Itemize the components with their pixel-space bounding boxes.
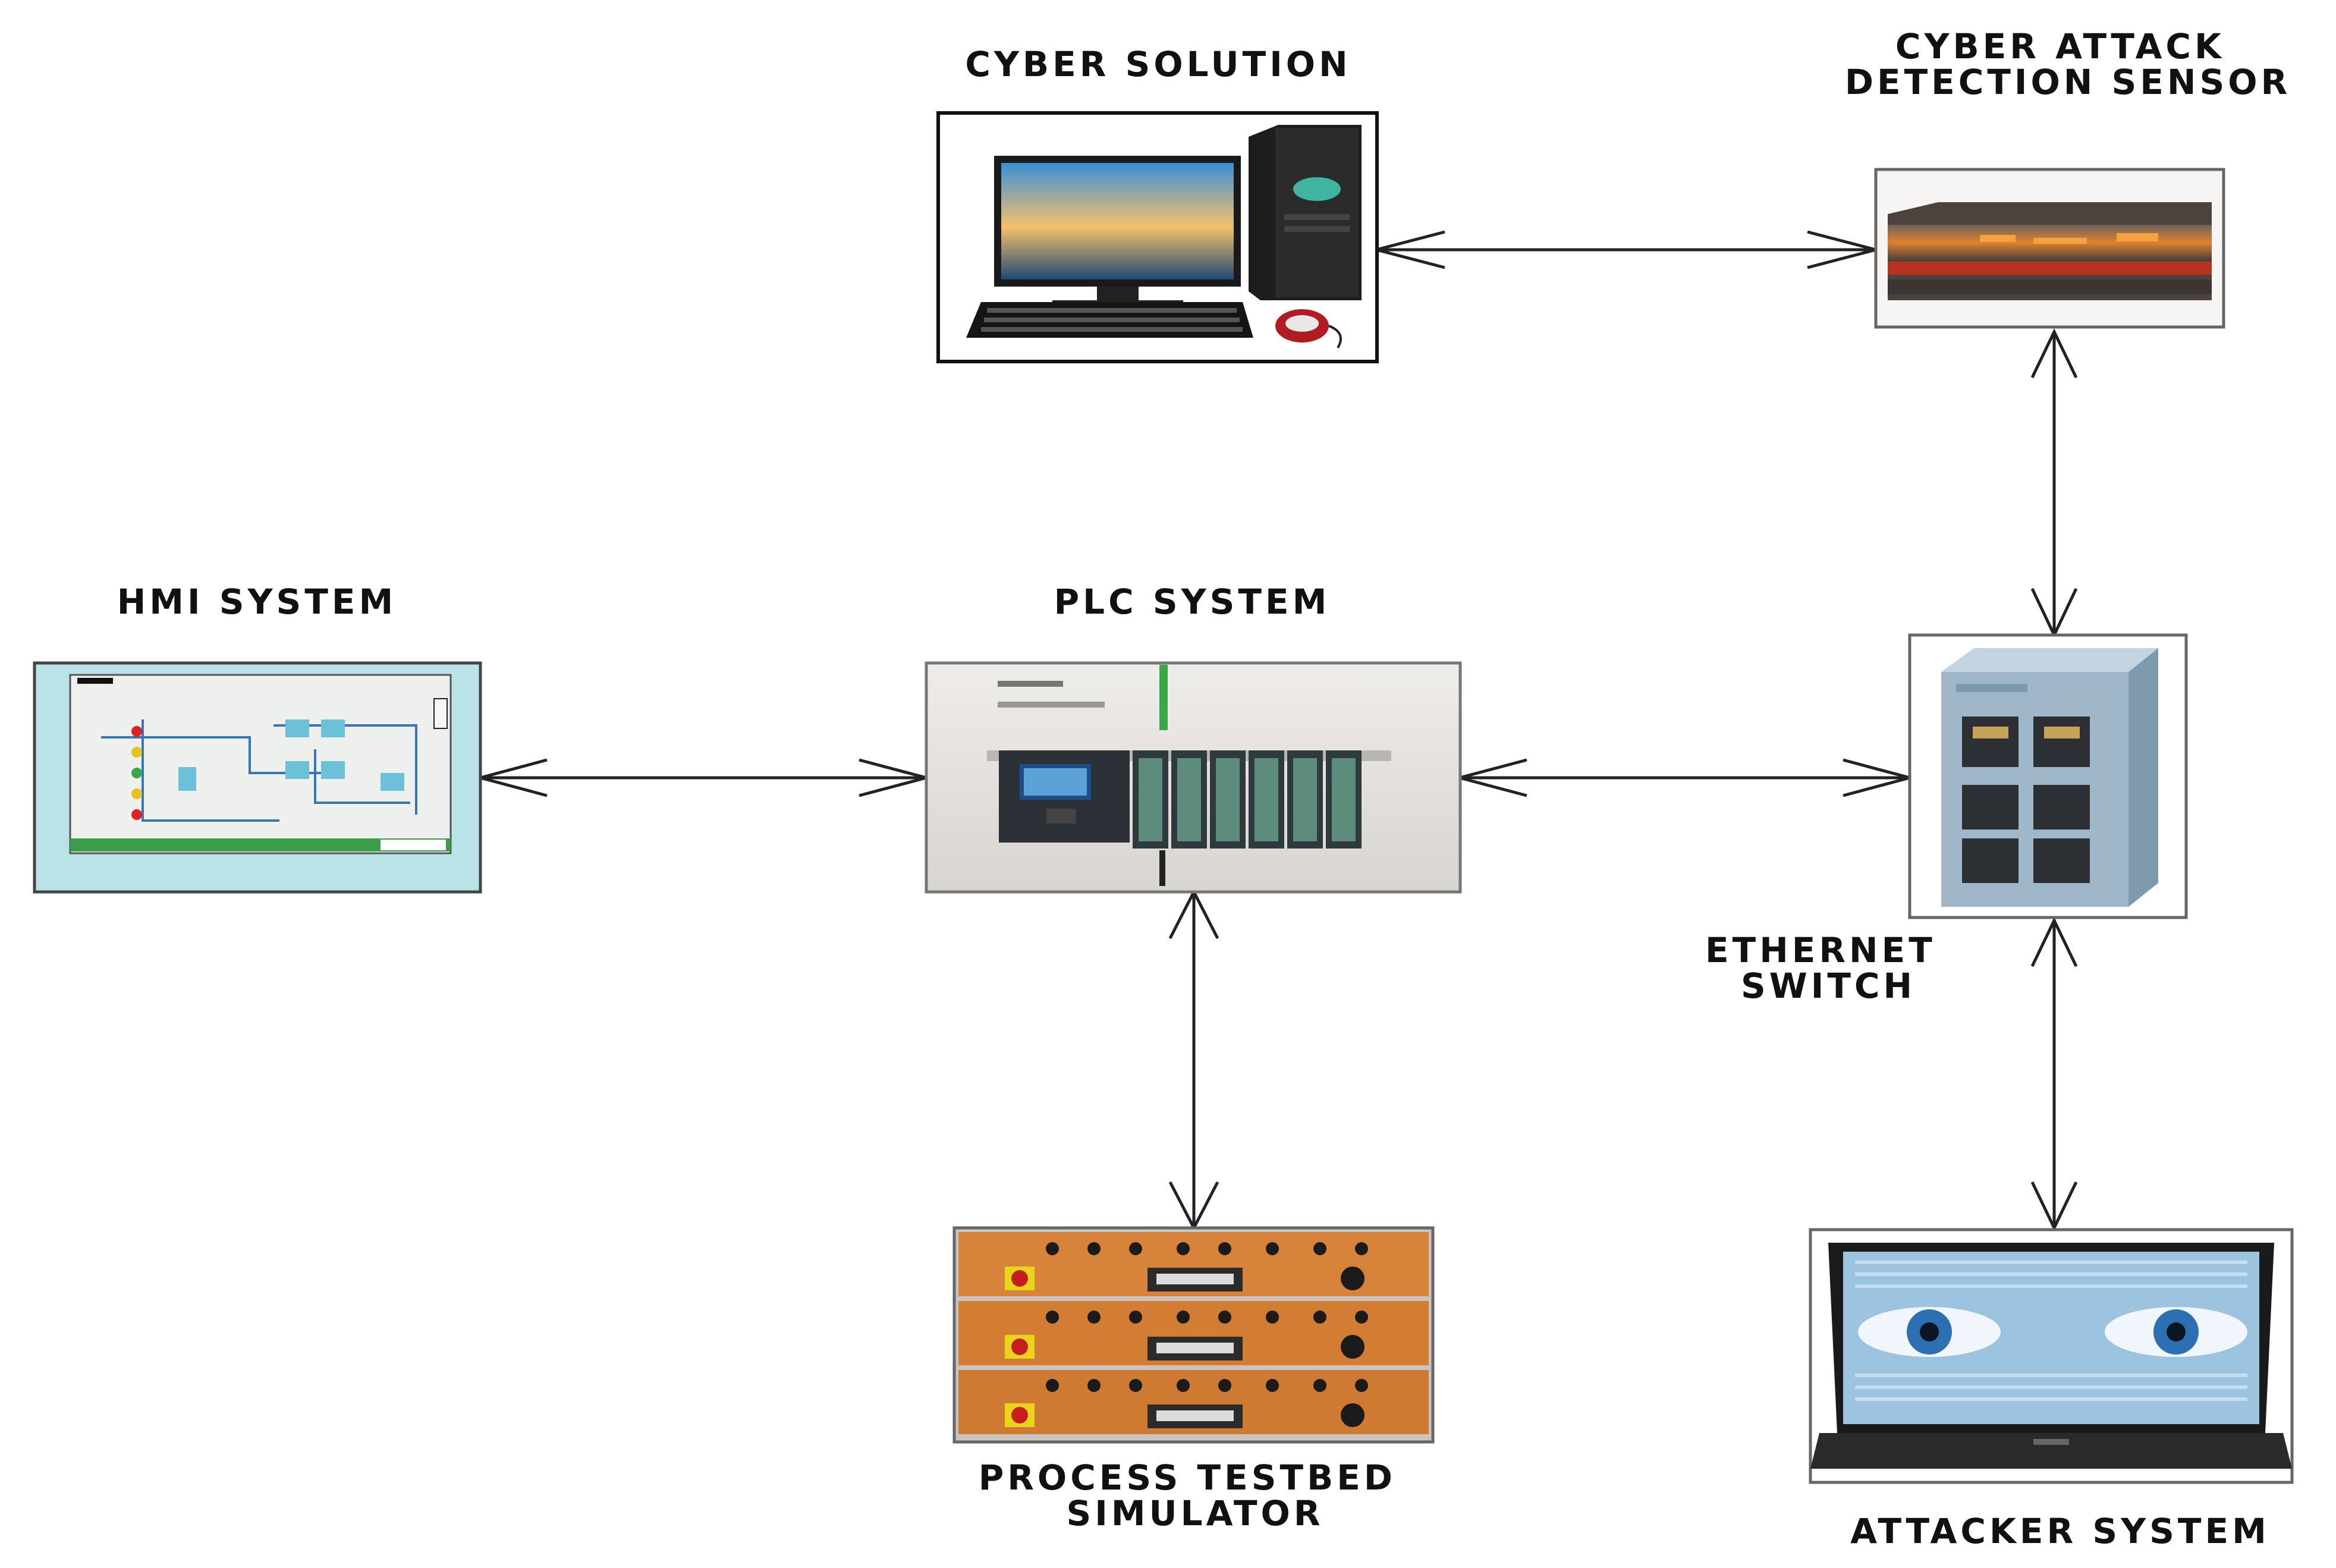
node-plc-system[interactable]: PLC SYSTEM (925, 582, 1462, 894)
edge-sensor-switch (2030, 328, 2078, 639)
detection-sensor-label: CYBER ATTACK DETECTION SENSOR (1845, 26, 2291, 102)
node-detection-sensor[interactable]: CYBER ATTACK DETECTION SENSOR (1845, 26, 2291, 329)
node-cyber-solution[interactable]: CYBER SOLUTION (936, 44, 1379, 363)
cyber-solution-label: CYBER SOLUTION (965, 44, 1351, 84)
hmi-system-label: HMI SYSTEM (117, 582, 397, 622)
desktop-computer-icon (936, 111, 1379, 363)
edge-plc-testbed (1168, 888, 1219, 1231)
control-panel-icon (952, 1226, 1435, 1444)
network-sensor-icon (1874, 168, 2225, 329)
attacker-system-label: ATTACKER SYSTEM (1850, 1511, 2270, 1551)
node-process-testbed[interactable]: PROCESS TESTBED SIMULATOR (952, 1226, 1435, 1534)
hmi-screen-icon (33, 661, 482, 894)
laptop-eyes-icon (1809, 1228, 2294, 1484)
plc-system-label: PLC SYSTEM (1054, 582, 1331, 622)
node-ethernet-switch[interactable]: ETHERNET SWITCH (1705, 633, 2188, 1006)
edge-cyber-solution-sensor (1370, 230, 1882, 269)
ethernet-switch-icon (1908, 633, 2188, 919)
node-attacker-system[interactable]: ATTACKER SYSTEM (1809, 1228, 2294, 1551)
edge-plc-switch (1454, 758, 1916, 797)
node-hmi-system[interactable]: HMI SYSTEM (33, 582, 482, 894)
plc-rack-icon (925, 661, 1462, 894)
edge-switch-attacker (2030, 917, 2078, 1231)
process-testbed-label: PROCESS TESTBED SIMULATOR (979, 1457, 1412, 1534)
ethernet-switch-label: ETHERNET SWITCH (1705, 930, 1951, 1006)
edge-hmi-plc (474, 758, 932, 797)
